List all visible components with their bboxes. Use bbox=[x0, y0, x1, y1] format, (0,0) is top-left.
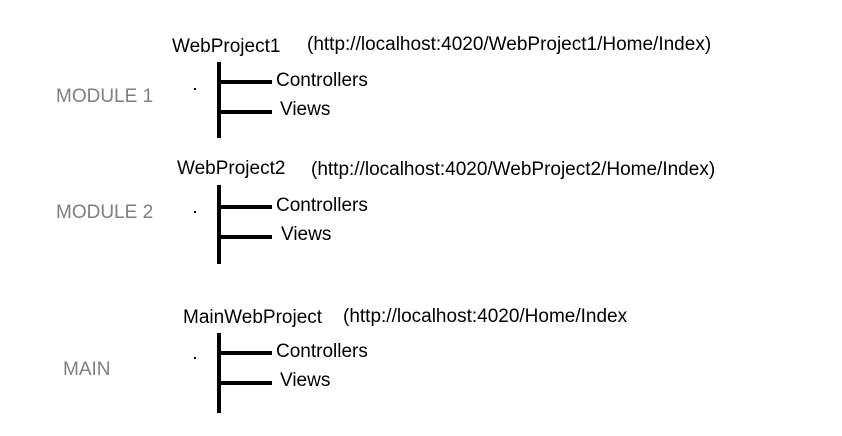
tree-node-controllers: Controllers bbox=[276, 341, 368, 362]
tree-node-views: Views bbox=[280, 370, 331, 391]
tree-trunk-line bbox=[217, 62, 221, 138]
tree-trunk-line bbox=[217, 185, 221, 264]
tree-node-controllers: Controllers bbox=[276, 195, 368, 216]
dot-marker bbox=[194, 357, 196, 359]
tree-branch-line bbox=[217, 351, 272, 355]
project-url: (http://localhost:4020/Home/Index bbox=[343, 306, 628, 327]
tree-branch-line bbox=[217, 205, 272, 209]
tree-branch-line bbox=[217, 381, 272, 385]
tree-node-views: Views bbox=[280, 99, 331, 120]
dot-marker bbox=[194, 88, 196, 90]
project-name: MainWebProject bbox=[183, 307, 323, 328]
module-label: MAIN bbox=[63, 359, 111, 380]
project-name: WebProject1 bbox=[172, 36, 281, 57]
project-url: (http://localhost:4020/WebProject2/Home/… bbox=[311, 159, 716, 180]
tree-branch-line bbox=[217, 110, 272, 114]
tree-branch-line bbox=[217, 235, 272, 239]
tree-node-views: Views bbox=[281, 224, 332, 245]
project-url: (http://localhost:4020/WebProject1/Home/… bbox=[307, 34, 712, 55]
project-name: WebProject2 bbox=[177, 158, 286, 179]
tree-trunk-line bbox=[217, 333, 221, 413]
module-label: MODULE 2 bbox=[56, 202, 154, 223]
tree-branch-line bbox=[217, 80, 272, 84]
module-label: MODULE 1 bbox=[56, 86, 154, 107]
tree-node-controllers: Controllers bbox=[276, 70, 368, 91]
dot-marker bbox=[194, 211, 196, 213]
